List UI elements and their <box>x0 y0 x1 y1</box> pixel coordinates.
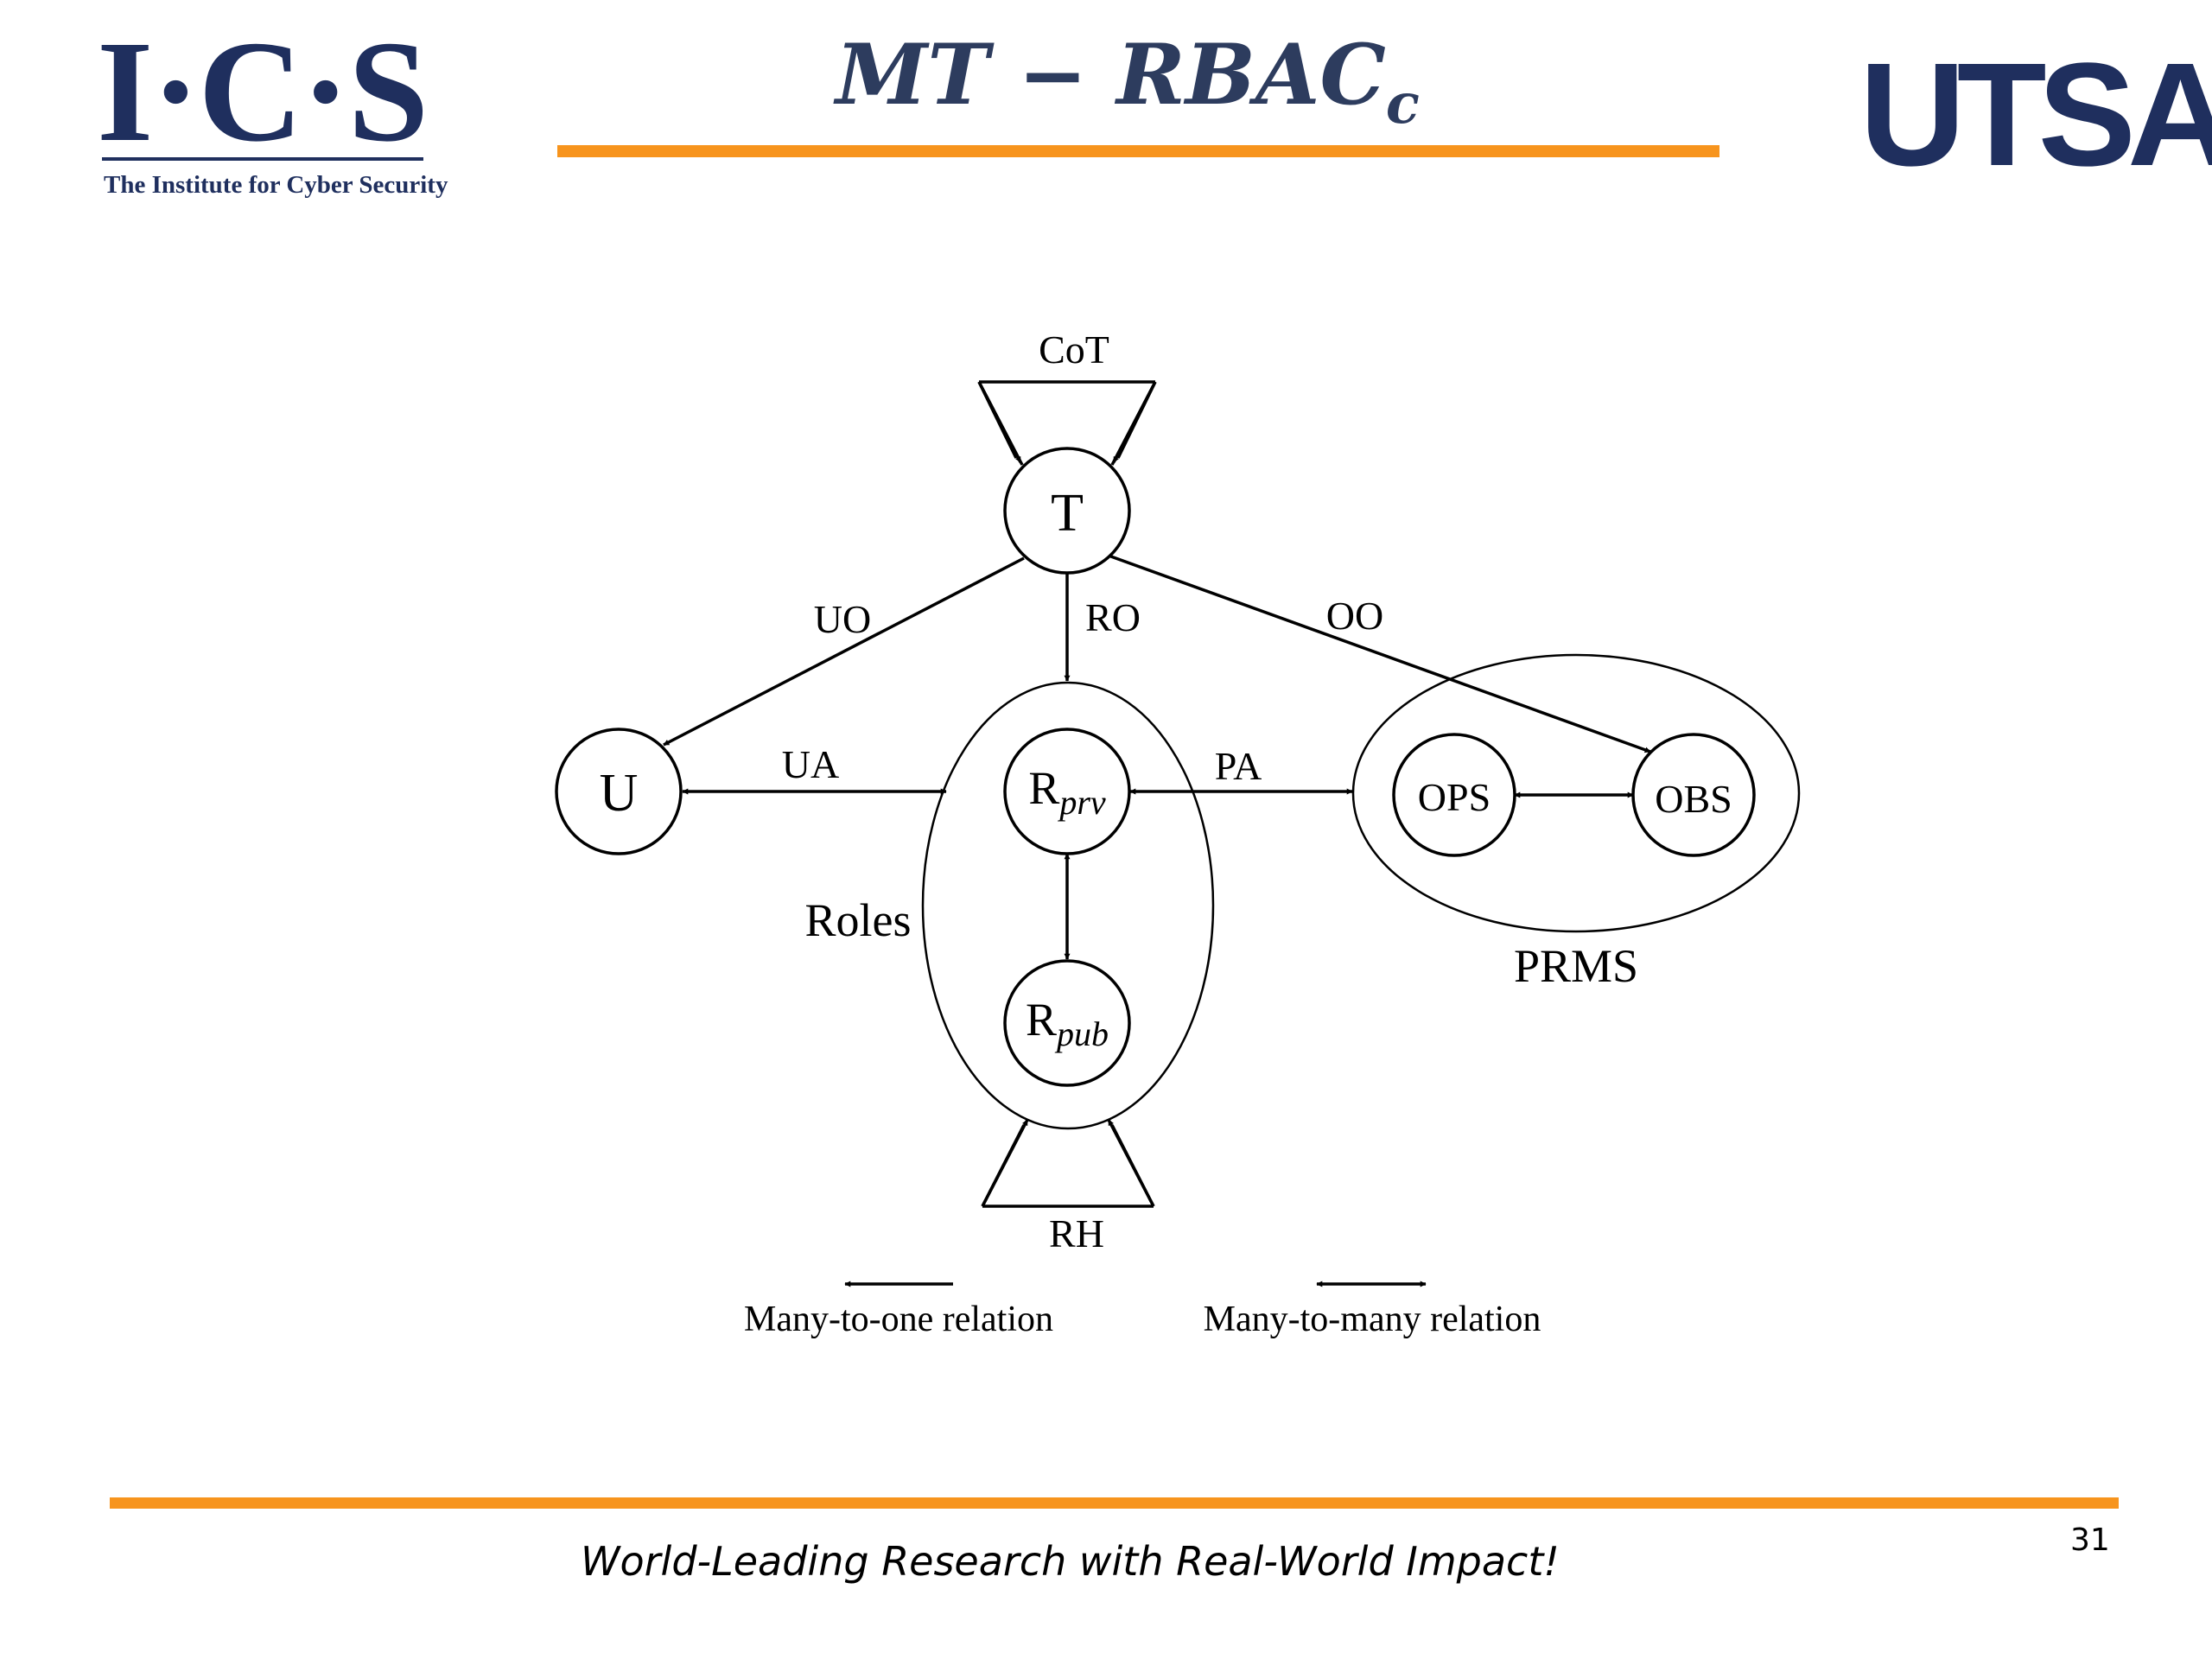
node-r-pub-base: R <box>1026 994 1057 1046</box>
node-u: U <box>555 728 683 855</box>
cot-bracket <box>977 380 1157 466</box>
utsa-logo-text: UTSA <box>1859 33 2212 197</box>
prms-group-ellipse <box>1351 653 1801 933</box>
ics-logo-subtitle: The Institute for Cyber Security <box>104 171 448 199</box>
node-ops-label: OPS <box>1418 775 1491 819</box>
legend-many-to-one-label: Many-to-one relation <box>744 1300 1053 1339</box>
footer-rule <box>110 1497 2119 1509</box>
roles-group-ellipse <box>921 681 1215 1130</box>
slide-title: MT − RBACc <box>553 26 1702 137</box>
label-pa: PA <box>1215 744 1262 788</box>
label-cot: CoT <box>1039 327 1109 372</box>
node-t: T <box>1003 447 1131 575</box>
node-r-prv: Rprv <box>1003 728 1131 855</box>
node-r-pub-label: Rpub <box>1026 994 1109 1053</box>
ics-logo-letters: I·C·S <box>97 11 429 172</box>
label-rh: RH <box>1049 1211 1104 1255</box>
title-underline <box>557 145 1719 157</box>
slide-title-main: MT − RBAC <box>836 26 1386 124</box>
uo-arrow <box>663 556 1025 747</box>
node-r-pub: Rpub <box>1003 959 1131 1087</box>
slide-title-subscript: c <box>1385 72 1420 137</box>
rh-arrow-right <box>1107 1119 1155 1207</box>
node-r-prv-base: R <box>1028 762 1059 814</box>
node-t-label: T <box>1051 484 1084 543</box>
node-r-prv-sub: prv <box>1057 783 1106 822</box>
rh-arrow-left <box>981 1119 1029 1207</box>
label-ua: UA <box>782 742 839 786</box>
legend-many-to-many-label: Many-to-many relation <box>1204 1300 1541 1339</box>
node-u-label: U <box>600 764 639 823</box>
page-number: 31 <box>2070 1522 2110 1558</box>
label-ro: RO <box>1085 595 1141 639</box>
node-r-pub-sub: pub <box>1054 1014 1109 1053</box>
oo-arrow <box>1108 554 1651 753</box>
label-roles: Roles <box>804 894 911 946</box>
node-obs-label: OBS <box>1655 777 1732 821</box>
ics-logo-rule <box>102 157 423 161</box>
label-prms: PRMS <box>1514 940 1638 992</box>
label-uo: UO <box>814 597 871 641</box>
node-obs: OBS <box>1631 733 1756 857</box>
node-ops: OPS <box>1392 733 1516 857</box>
utsa-logo: UTSA® <box>1859 41 2212 188</box>
label-oo: OO <box>1326 594 1383 638</box>
footer-tagline: World-Leading Research with Real-World I… <box>581 1538 1560 1585</box>
node-r-prv-label: Rprv <box>1028 762 1106 822</box>
ics-logo: I·C·S The Institute for Cyber Security <box>97 11 448 205</box>
rh-bracket <box>981 1124 1155 1208</box>
